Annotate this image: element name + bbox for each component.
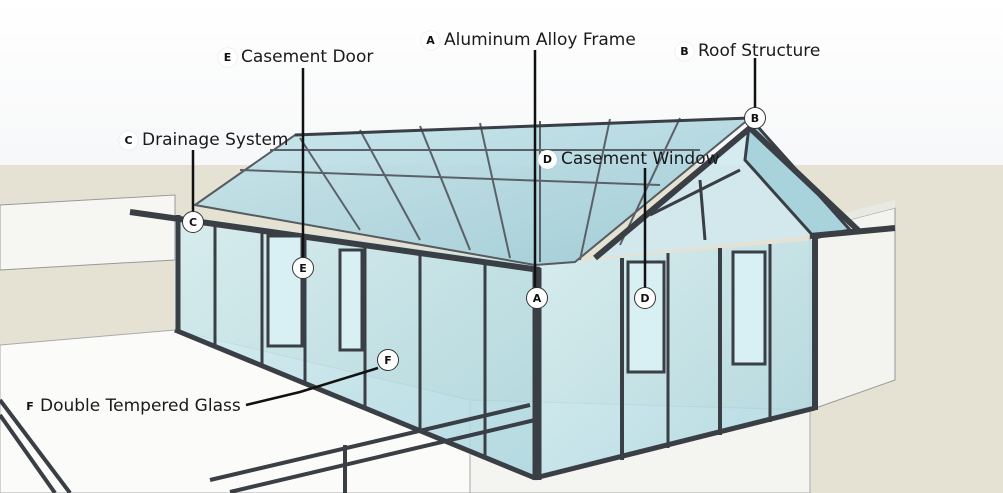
- marker-e: E: [292, 257, 314, 279]
- glass-roof: [192, 116, 753, 267]
- callout-c-text: Drainage System: [142, 130, 289, 150]
- callout-roof-structure: B Roof Structure: [675, 41, 820, 61]
- callout-c-badge: C: [119, 130, 138, 150]
- callout-a-badge: A: [421, 30, 440, 50]
- gable-brace-1: [649, 168, 741, 217]
- marker-a: A: [526, 287, 548, 309]
- callout-aluminum-alloy-frame: A Aluminum Alloy Frame: [421, 30, 636, 50]
- casement-door-frame: [266, 234, 304, 348]
- callout-double-tempered-glass: F Double Tempered Glass: [24, 396, 241, 416]
- callout-d-text: Casement Window: [561, 149, 720, 169]
- callout-b-text: Roof Structure: [698, 41, 821, 61]
- marker-d: D: [634, 287, 656, 309]
- callout-e-text: Casement Door: [241, 47, 374, 67]
- gable-brace-2: [698, 179, 707, 241]
- callout-d-badge: D: [538, 149, 557, 169]
- right-gutter: [809, 225, 896, 239]
- marker-f: F: [377, 349, 399, 371]
- side-sill: [174, 327, 536, 481]
- callout-e-badge: E: [218, 47, 237, 67]
- roof-frame: [239, 117, 700, 262]
- callout-a-text: Aluminum Alloy Frame: [444, 30, 636, 50]
- marker-c: C: [182, 211, 204, 233]
- callout-f-badge: F: [26, 399, 34, 413]
- leader-lines: [191, 50, 757, 407]
- marker-b: B: [744, 107, 766, 129]
- balcony-railing: [0, 398, 536, 493]
- callout-casement-window: D Casement Window: [538, 149, 720, 169]
- terrace-wall-left: [0, 194, 176, 271]
- ridge: [294, 116, 751, 137]
- callout-b-badge: B: [675, 41, 694, 61]
- callout-f-text: Double Tempered Glass: [40, 396, 241, 416]
- callout-casement-door: E Casement Door: [218, 47, 373, 67]
- right-wall: [809, 207, 896, 411]
- callout-drainage-system: C Drainage System: [119, 130, 288, 150]
- front-sill: [534, 405, 816, 481]
- side-window-frame: [338, 248, 364, 352]
- casement-window-frame-2: [731, 250, 767, 366]
